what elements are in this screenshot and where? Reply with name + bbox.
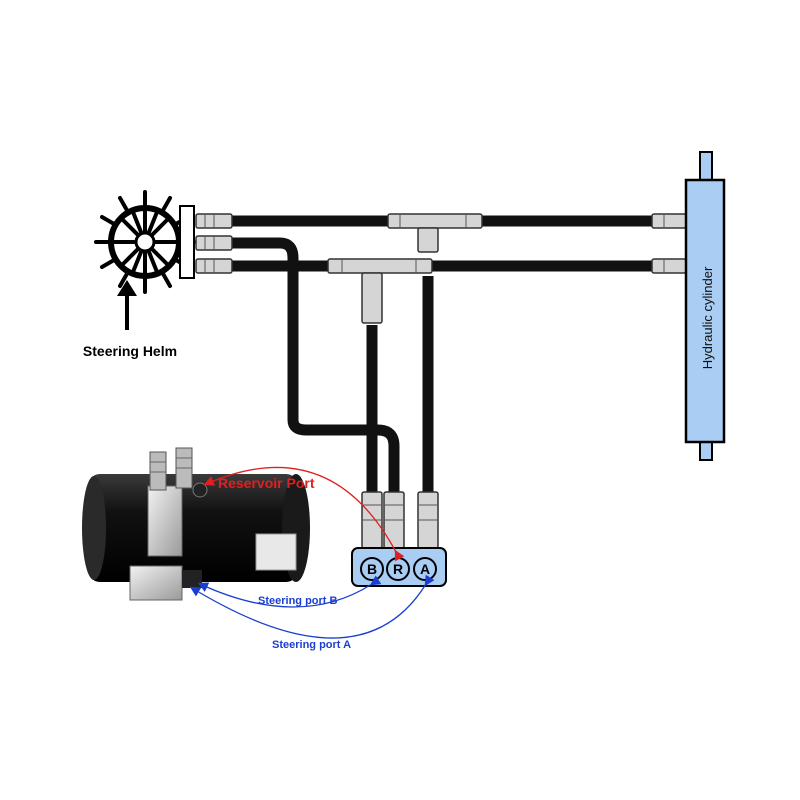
steering-port-a-label: Steering port A <box>272 639 351 651</box>
manifold-port-a-label: A <box>420 561 430 577</box>
hydraulic-pump-unit <box>82 447 310 601</box>
steering-port-a-arrow <box>189 574 435 639</box>
manifold-port-b-label: B <box>367 561 377 577</box>
steering-port-b-label: Steering port B <box>258 595 338 607</box>
manifold-port-r-label: R <box>393 561 403 577</box>
hydraulic-cylinder-label: Hydraulic cylinder <box>700 266 715 369</box>
steering-helm-icon <box>94 190 196 294</box>
reservoir-port-arrow <box>203 466 405 562</box>
port-manifold: B R A <box>351 547 447 587</box>
helm-pointer-arrow <box>117 280 137 330</box>
reservoir-port-label: Reservoir Port <box>218 475 315 491</box>
hydraulic-cylinder <box>684 151 726 461</box>
steering-helm-label: Steering Helm <box>83 343 177 359</box>
hoses <box>232 215 652 492</box>
